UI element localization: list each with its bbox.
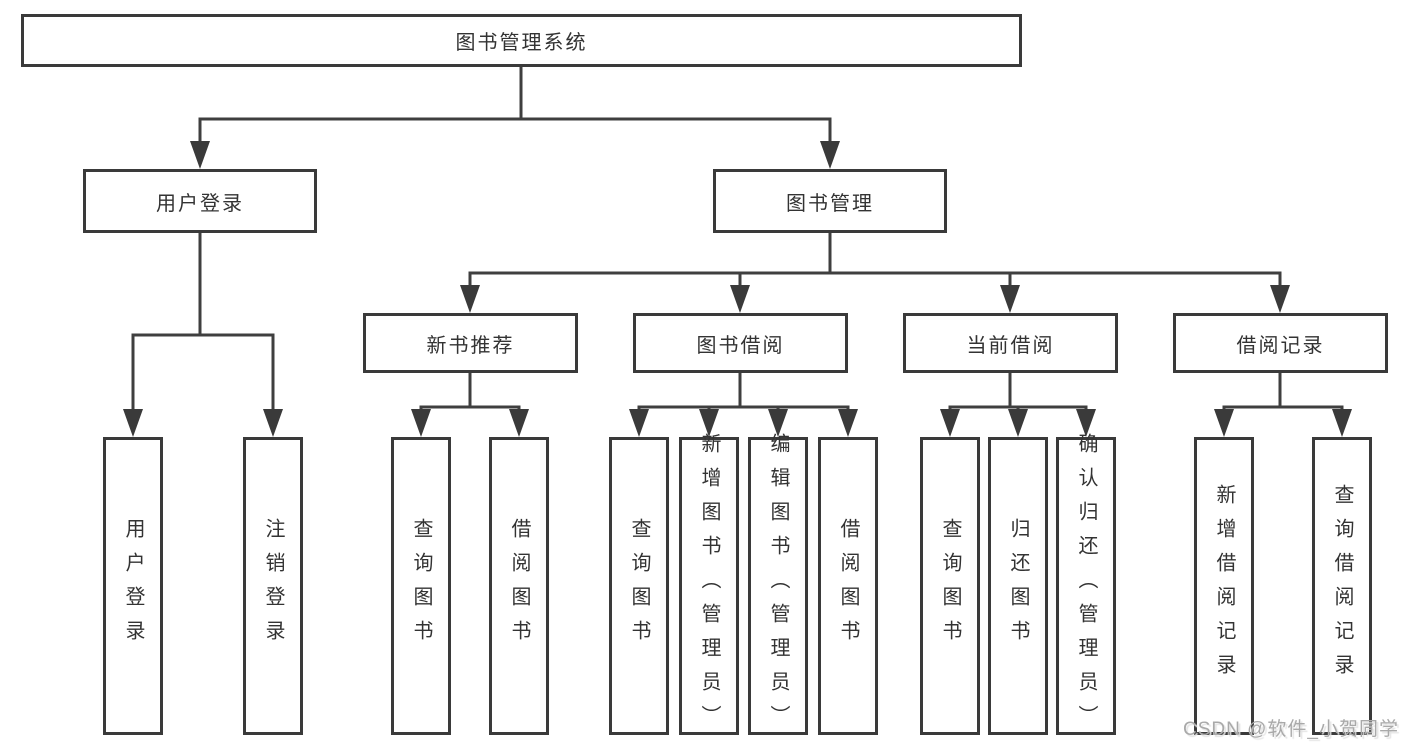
- leaf-query-book-current-label: 查询图书: [939, 518, 961, 654]
- node-book-management: 图书管理: [713, 169, 947, 233]
- csdn-watermark: CSDN @软件_小贺同学: [1183, 719, 1399, 740]
- leaf-query-book-recommend: 查询图书: [391, 437, 451, 735]
- node-book-borrowing-label: 图书借阅: [696, 334, 785, 357]
- leaf-logout-label: 注销登录: [262, 518, 284, 654]
- leaf-query-book-recommend-label: 查询图书: [410, 518, 432, 654]
- leaf-query-book-borrowing-label: 查询图书: [628, 518, 650, 654]
- node-root-library-system: 图书管理系统: [21, 14, 1022, 67]
- leaf-add-borrow-record-label: 新增借阅记录: [1213, 484, 1235, 688]
- leaf-edit-book-admin: 编辑图书（管理员）: [748, 433, 808, 739]
- node-borrowing-records: 借阅记录: [1173, 313, 1388, 373]
- node-user-login: 用户登录: [83, 169, 317, 233]
- leaf-return-book-label: 归还图书: [1007, 518, 1029, 654]
- node-book-management-label: 图书管理: [786, 192, 874, 215]
- leaf-user-login: 用户登录: [103, 437, 163, 735]
- leaf-add-borrow-record: 新增借阅记录: [1194, 437, 1254, 735]
- leaf-confirm-return-admin: 确认归还（管理员）: [1056, 433, 1116, 739]
- node-root-label: 图书管理系统: [455, 32, 588, 54]
- leaf-borrow-book-recommend: 借阅图书: [489, 437, 549, 735]
- leaf-borrow-book-label: 借阅图书: [837, 518, 859, 654]
- node-new-book-recommend-label: 新书推荐: [426, 334, 515, 357]
- leaf-add-book-admin: 新增图书（管理员）: [679, 433, 739, 739]
- node-new-book-recommend: 新书推荐: [363, 313, 578, 373]
- leaf-query-borrow-record-label: 查询借阅记录: [1331, 484, 1353, 688]
- leaf-query-book-current: 查询图书: [920, 437, 980, 735]
- node-user-login-label: 用户登录: [156, 192, 244, 215]
- leaf-borrow-book-recommend-label: 借阅图书: [508, 518, 530, 654]
- node-current-borrowing-label: 当前借阅: [966, 334, 1055, 357]
- leaf-query-book-borrowing: 查询图书: [609, 437, 669, 735]
- leaf-add-book-admin-label: 新增图书（管理员）: [698, 433, 720, 739]
- node-book-borrowing: 图书借阅: [633, 313, 848, 373]
- leaf-return-book: 归还图书: [988, 437, 1048, 735]
- leaf-borrow-book: 借阅图书: [818, 437, 878, 735]
- node-borrowing-records-label: 借阅记录: [1236, 334, 1325, 357]
- leaf-confirm-return-admin-label: 确认归还（管理员）: [1075, 433, 1097, 739]
- leaf-query-borrow-record: 查询借阅记录: [1312, 437, 1372, 735]
- node-current-borrowing: 当前借阅: [903, 313, 1118, 373]
- leaf-logout: 注销登录: [243, 437, 303, 735]
- leaf-user-login-label: 用户登录: [122, 518, 144, 654]
- leaf-edit-book-admin-label: 编辑图书（管理员）: [767, 433, 789, 739]
